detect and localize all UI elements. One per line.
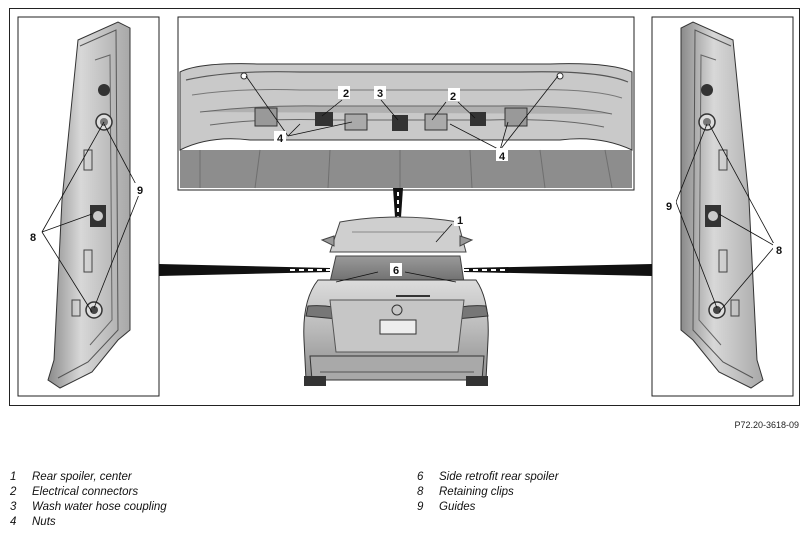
callout-2-left: 2	[343, 88, 349, 100]
legend-text: Nuts	[32, 516, 56, 528]
legend-number: 9	[417, 501, 424, 513]
vehicle-rear-view: 1 6	[303, 213, 489, 386]
legend-text: Rear spoiler, center	[32, 471, 132, 483]
callout-9-right: 9	[666, 201, 672, 213]
legend-item: 2 Electrical connectors	[10, 485, 167, 500]
callout-4-right: 4	[499, 151, 506, 163]
legend-text: Electrical connectors	[32, 486, 139, 498]
callout-3: 3	[377, 88, 383, 100]
legend-item: 3 Wash water hose coupling	[10, 500, 167, 515]
legend-number: 4	[10, 516, 17, 528]
legend-item: 4 Nuts	[10, 515, 167, 530]
legend-text: Wash water hose coupling	[32, 501, 167, 513]
legend-number: 8	[417, 486, 424, 498]
legend-number: 1	[10, 471, 17, 483]
right-inset: 9 8	[651, 16, 794, 397]
legend-number: 6	[417, 471, 424, 483]
callout-2-right: 2	[450, 91, 456, 103]
legend-right: 6 Side retrofit rear spoiler 8 Retaining…	[417, 470, 559, 515]
legend-item: 8 Retaining clips	[417, 485, 559, 500]
legend-number: 2	[10, 486, 17, 498]
figure-code: P72.20-3618-09	[734, 420, 799, 430]
callout-4-left: 4	[277, 133, 284, 145]
legend-item: 9 Guides	[417, 500, 559, 515]
legend-item: 1 Rear spoiler, center	[10, 470, 167, 485]
callout-8-right: 8	[776, 245, 782, 257]
callout-9-left: 9	[137, 185, 143, 197]
legend-text: Side retrofit rear spoiler	[439, 471, 559, 483]
connector-left	[159, 264, 330, 276]
left-inset: 8 9	[17, 16, 160, 397]
legend-number: 3	[10, 501, 17, 513]
callout-8-left: 8	[30, 232, 36, 244]
callout-6: 6	[393, 265, 399, 277]
legend-item: 6 Side retrofit rear spoiler	[417, 470, 559, 485]
legend-text: Retaining clips	[439, 486, 514, 498]
legend-left: 1 Rear spoiler, center 2 Electrical conn…	[10, 470, 167, 530]
top-inset: 2 3 2 4 4	[177, 16, 635, 191]
legend-text: Guides	[439, 501, 476, 513]
callout-1: 1	[457, 215, 463, 227]
connector-right	[464, 264, 652, 276]
